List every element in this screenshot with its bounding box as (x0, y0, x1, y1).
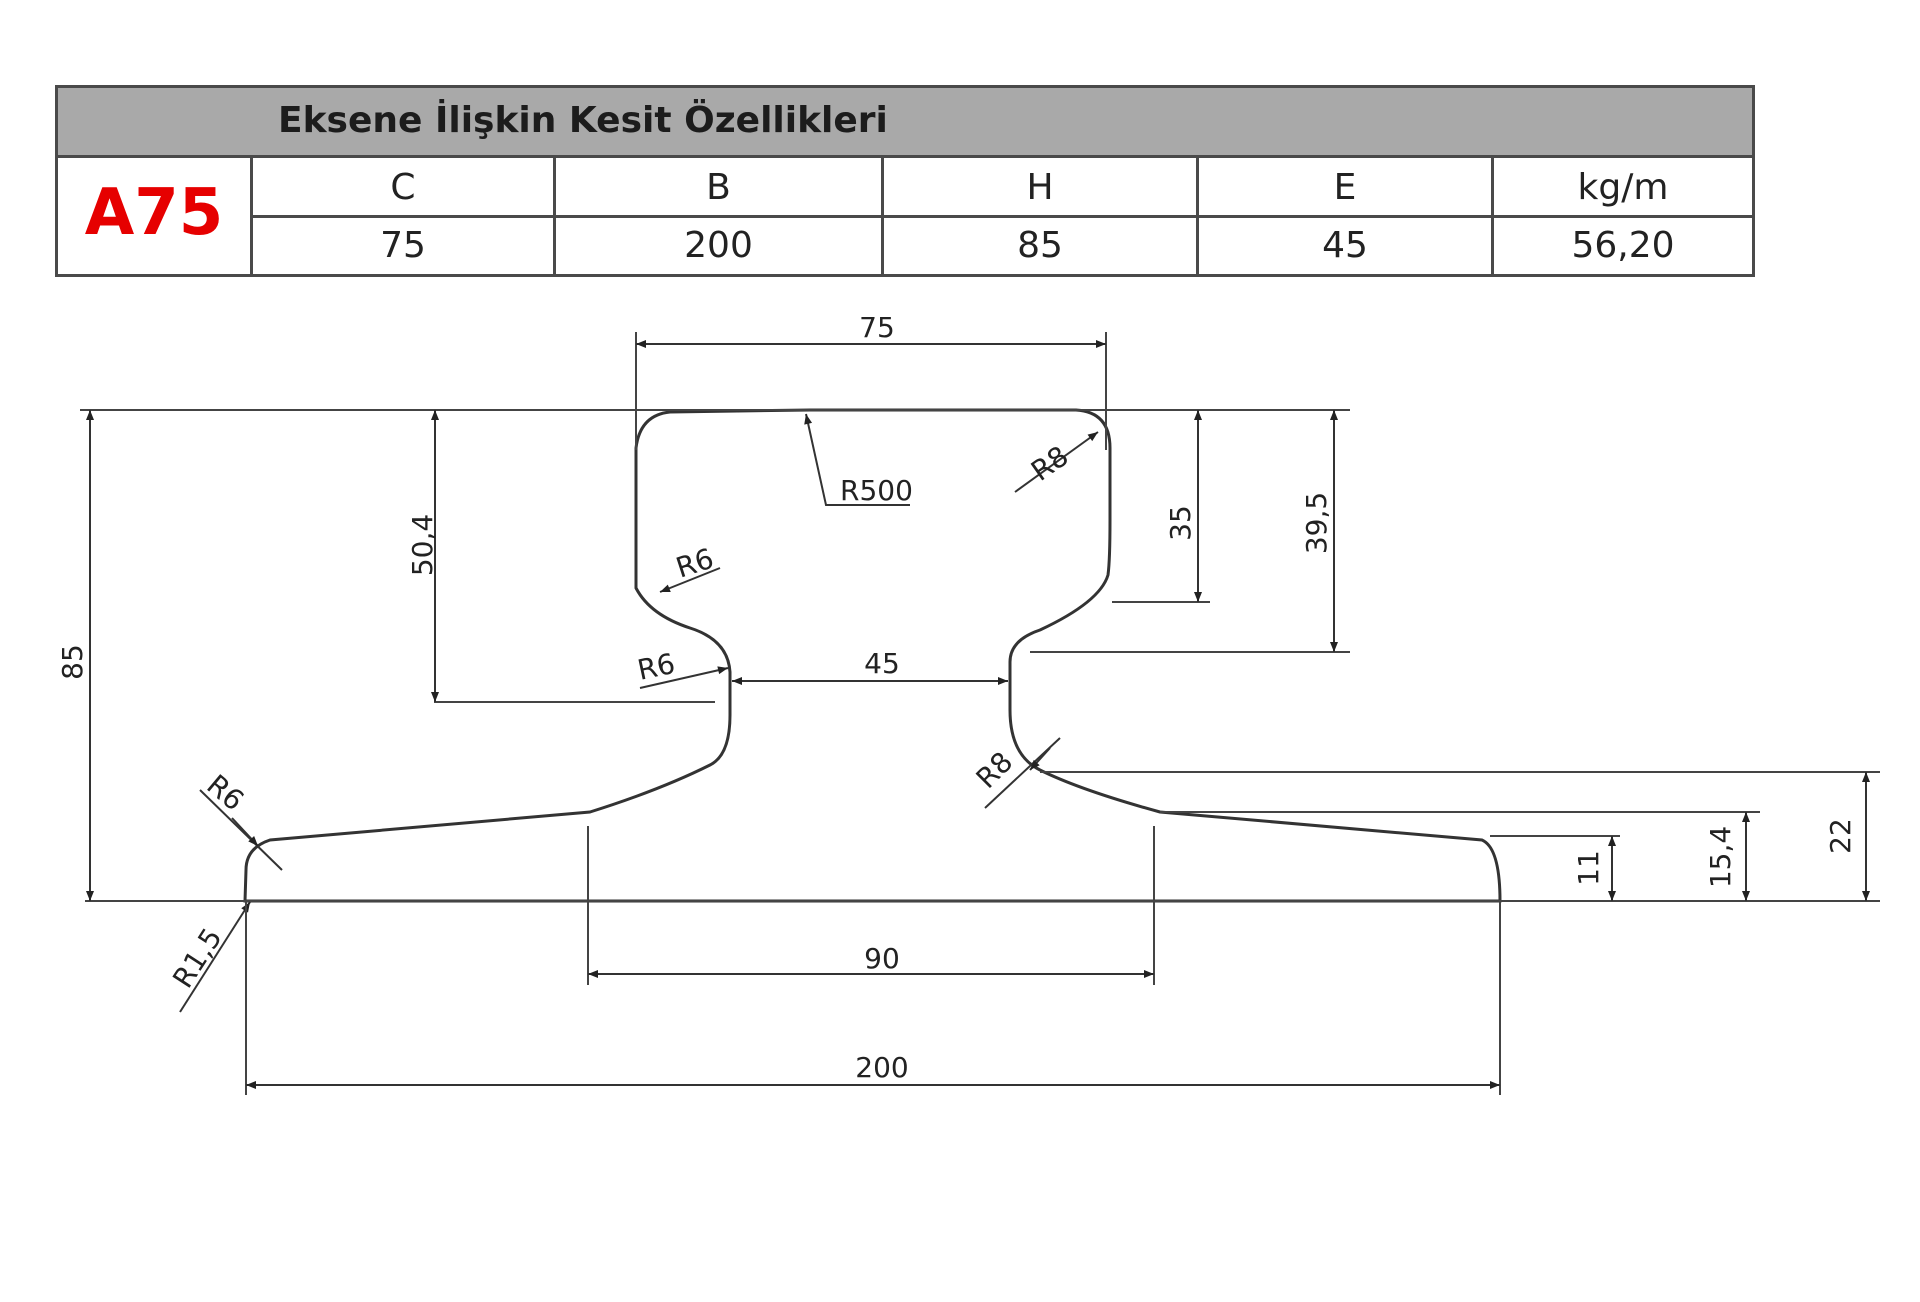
table-title: Eksene İlişkin Kesit Özellikleri (278, 100, 888, 141)
section-properties-table: Eksene İlişkin Kesit Özellikleri A75 C 7… (55, 85, 1755, 277)
table-header: Eksene İlişkin Kesit Özellikleri (58, 88, 1752, 158)
r6-head-label: R6 (672, 542, 718, 585)
column-value: 75 (380, 225, 426, 266)
r8-top-leader (1014, 431, 1099, 493)
column-value: 56,20 (1571, 225, 1675, 266)
dim-90-label: 90 (864, 942, 900, 975)
dim-39-5-label: 39,5 (1300, 492, 1333, 554)
column-c: C 75 (253, 158, 556, 274)
column-header: B (556, 158, 881, 218)
dim-11-label: 11 (1572, 850, 1605, 886)
r6-foot-label: R6 (201, 768, 251, 817)
r6-foot-arrow (231, 817, 259, 847)
column-value: 200 (684, 225, 753, 266)
model-cell: A75 (58, 158, 253, 274)
model-label: A75 (84, 176, 224, 250)
column-kg-m: kg/m 56,20 (1494, 158, 1752, 274)
dim-15-4-label: 15,4 (1704, 826, 1737, 888)
dim-35-label: 35 (1164, 505, 1197, 541)
r6-head-leader (659, 567, 721, 593)
r6-neck-leader (639, 666, 729, 689)
dim-22-label: 22 (1824, 818, 1857, 854)
column-header: C (253, 158, 553, 218)
r6-foot-leader (199, 789, 283, 871)
column-header: kg/m (1494, 158, 1752, 218)
dim-top-width-label: 75 (859, 311, 895, 344)
column-header: E (1199, 158, 1491, 218)
r6-neck-label: R6 (635, 647, 678, 687)
r500-leader (804, 413, 910, 506)
column-value: 45 (1322, 225, 1368, 266)
dim-web-label: 45 (864, 647, 900, 680)
column-value: 85 (1017, 225, 1063, 266)
r8-web-arrow (1029, 747, 1051, 771)
column-header: H (884, 158, 1196, 218)
dim-200-label: 200 (855, 1051, 908, 1084)
column-e: E 45 (1199, 158, 1494, 274)
r1-5-leader (179, 901, 251, 1013)
dim-total-height-label: 85 (56, 644, 89, 680)
r1-5-label: R1,5 (166, 922, 229, 994)
r500-label: R500 (840, 474, 913, 507)
r8-web-label: R8 (970, 745, 1020, 795)
column-b: B 200 (556, 158, 884, 274)
dim-50-4-label: 50,4 (406, 514, 439, 576)
column-h: H 85 (884, 158, 1199, 274)
